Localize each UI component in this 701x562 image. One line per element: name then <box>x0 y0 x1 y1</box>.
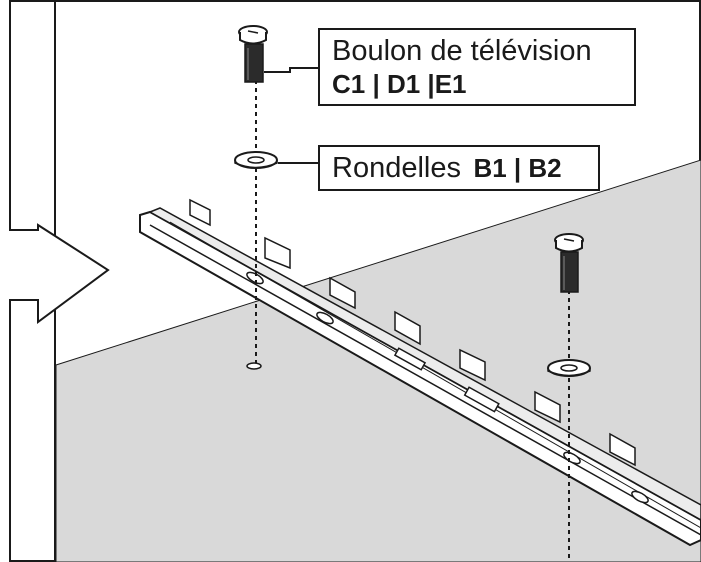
mounting-rail <box>139 198 701 547</box>
direction-arrow <box>9 0 110 562</box>
bolt-leader-line <box>264 67 318 73</box>
tv-bolt-callout: Boulon de télévision C1 | D1 |E1 <box>318 28 636 106</box>
washer-part-codes: B1 | B2 <box>473 153 562 183</box>
washer-icon-right <box>547 359 591 377</box>
washer-callout: Rondelles B1 | B2 <box>318 145 600 191</box>
washer-icon-left <box>234 151 278 169</box>
tv-bolt-part-codes: C1 | D1 |E1 <box>332 68 467 99</box>
tv-bolt-icon-right <box>554 233 584 293</box>
washer-label: Rondelles <box>332 152 461 184</box>
tv-bolt-icon-left <box>238 25 268 83</box>
tv-bolt-label: Boulon de télévision <box>332 35 592 67</box>
wall-hole-left <box>246 362 262 370</box>
direction-arrow-fill <box>0 0 108 562</box>
